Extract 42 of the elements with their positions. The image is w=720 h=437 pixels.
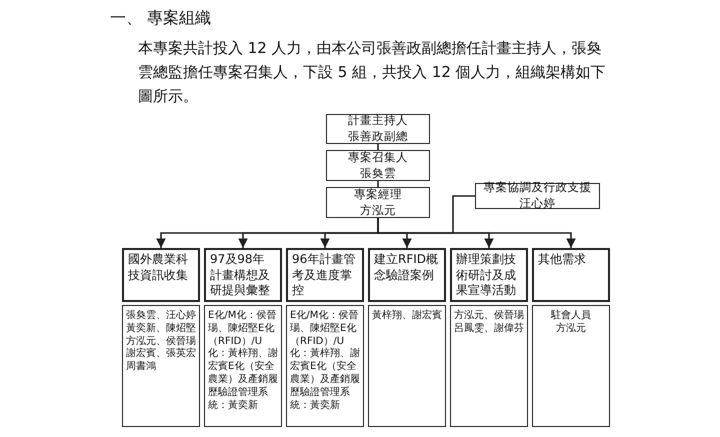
group-title: 96年計畫管考及進度掌控 [292, 252, 356, 299]
role-box [326, 114, 430, 144]
role-box [475, 183, 600, 209]
group-title: 97及98年計畫構想及研提與彙整 [210, 252, 271, 299]
member-names: 方泓元 [556, 322, 586, 336]
connector-line [377, 144, 379, 150]
member-names: 方泓元、侯晉瑒呂鳳雯、謝偉芬 [454, 310, 524, 336]
person-name: 汪心婷 [520, 196, 556, 212]
group-box [532, 248, 610, 302]
group-box [368, 248, 446, 302]
member-box [204, 305, 282, 427]
group-title: 辦理策劃技術研討及成果宣導活動 [456, 252, 517, 299]
role-label: 駐會人員 [551, 310, 591, 322]
person-name: 方泓元 [360, 202, 396, 218]
member-box [450, 305, 528, 427]
section-heading: 一、 專案組織 [110, 8, 212, 29]
intro-paragraph: 本專案共計投入 12 人力，由本公司張善政副總擔任計畫主持人，張奐雲總監擔任專案召集人，下設 5 組，共投入 12 個人力，組織架構如下圖所示。 [138, 38, 607, 107]
person-name: 張善政副總 [348, 129, 408, 145]
group-title: 國外農業科技資訊收集 [128, 252, 189, 284]
connector-line [377, 181, 379, 187]
role-title: 專案協調及行政支援 [484, 180, 592, 196]
group-title: 其他需求 [538, 252, 587, 268]
member-box [532, 305, 610, 427]
role-box [326, 150, 430, 181]
role-box [326, 187, 430, 218]
member-names: E化/M化：侯晉瑒、陳炤堅E化（RFID）/U化：黃梓翔、謝宏賓E化（安全農業）及產銷履歷驗證管理系統：黃奕新 [208, 310, 278, 412]
group-box [204, 248, 282, 302]
person-name: 張奐雲 [360, 166, 396, 182]
member-names: 張奐雲、汪心婷黃奕新、陳炤堅方泓元、侯晉瑒謝宏賓、張英宏周書鴻 [126, 310, 196, 374]
group-box [122, 248, 200, 302]
member-box [368, 305, 446, 427]
role-title: 專案經理 [354, 186, 402, 202]
role-title: 專案召集人 [348, 150, 408, 166]
member-names: E化/M化：侯晉瑒、陳炤堅E化（RFID）/U化：黃梓翔、謝宏賓E化（安全農業）及產銷履歷驗證管理系統：黃奕新 [290, 310, 360, 412]
role-title: 計畫主持人 [348, 113, 408, 129]
group-title: 建立RFID概念驗證案例 [374, 252, 440, 284]
member-box [286, 305, 364, 427]
member-box [122, 305, 200, 427]
member-names: 黃梓翔、謝宏賓 [372, 310, 442, 323]
connector-line [377, 218, 576, 248]
group-box [450, 248, 528, 302]
group-box [286, 248, 364, 302]
